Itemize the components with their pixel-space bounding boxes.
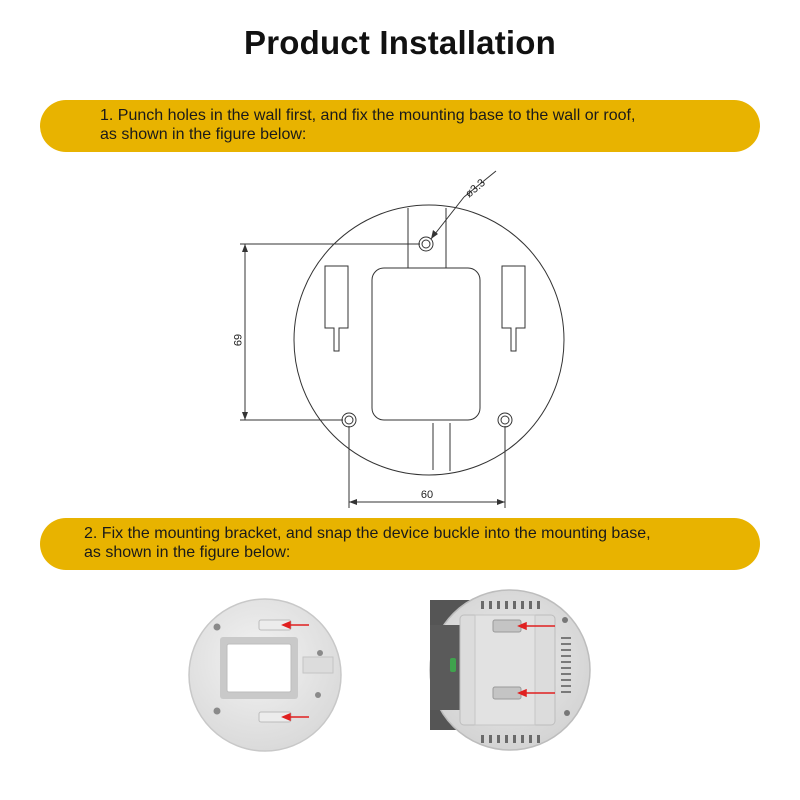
base-outline xyxy=(293,204,565,476)
mounting-base-technical-drawing: 69 60 ø3.3 xyxy=(231,170,565,508)
step-2-line-1: 2. Fix the mounting bracket, and snap th… xyxy=(84,525,651,542)
left-key-slot xyxy=(324,265,349,352)
step-1-banner: 1. Punch holes in the wall first, and fi… xyxy=(40,100,760,152)
step-2-line-2: as shown in the figure below: xyxy=(84,544,291,561)
center-cutout xyxy=(371,267,481,421)
vertical-dimension-label: 69 xyxy=(231,334,243,346)
bottom-left-screw-hole xyxy=(341,412,357,428)
page-title: Product Installation xyxy=(243,24,557,61)
device-assembly-photo xyxy=(429,589,591,751)
arrow-icon xyxy=(517,621,555,698)
step-1-line-1: 1. Punch holes in the wall first, and fi… xyxy=(100,107,636,124)
top-screw-hole xyxy=(418,236,434,252)
step-2-banner: 2. Fix the mounting bracket, and snap th… xyxy=(40,518,760,570)
right-key-slot xyxy=(501,265,526,352)
step-1-line-2: as shown in the figure below: xyxy=(100,126,307,143)
horizontal-dimension-label: 60 xyxy=(421,489,433,501)
arrow-icon xyxy=(281,620,309,722)
mounting-base-photo xyxy=(188,598,342,752)
bottom-right-screw-hole xyxy=(497,412,513,428)
